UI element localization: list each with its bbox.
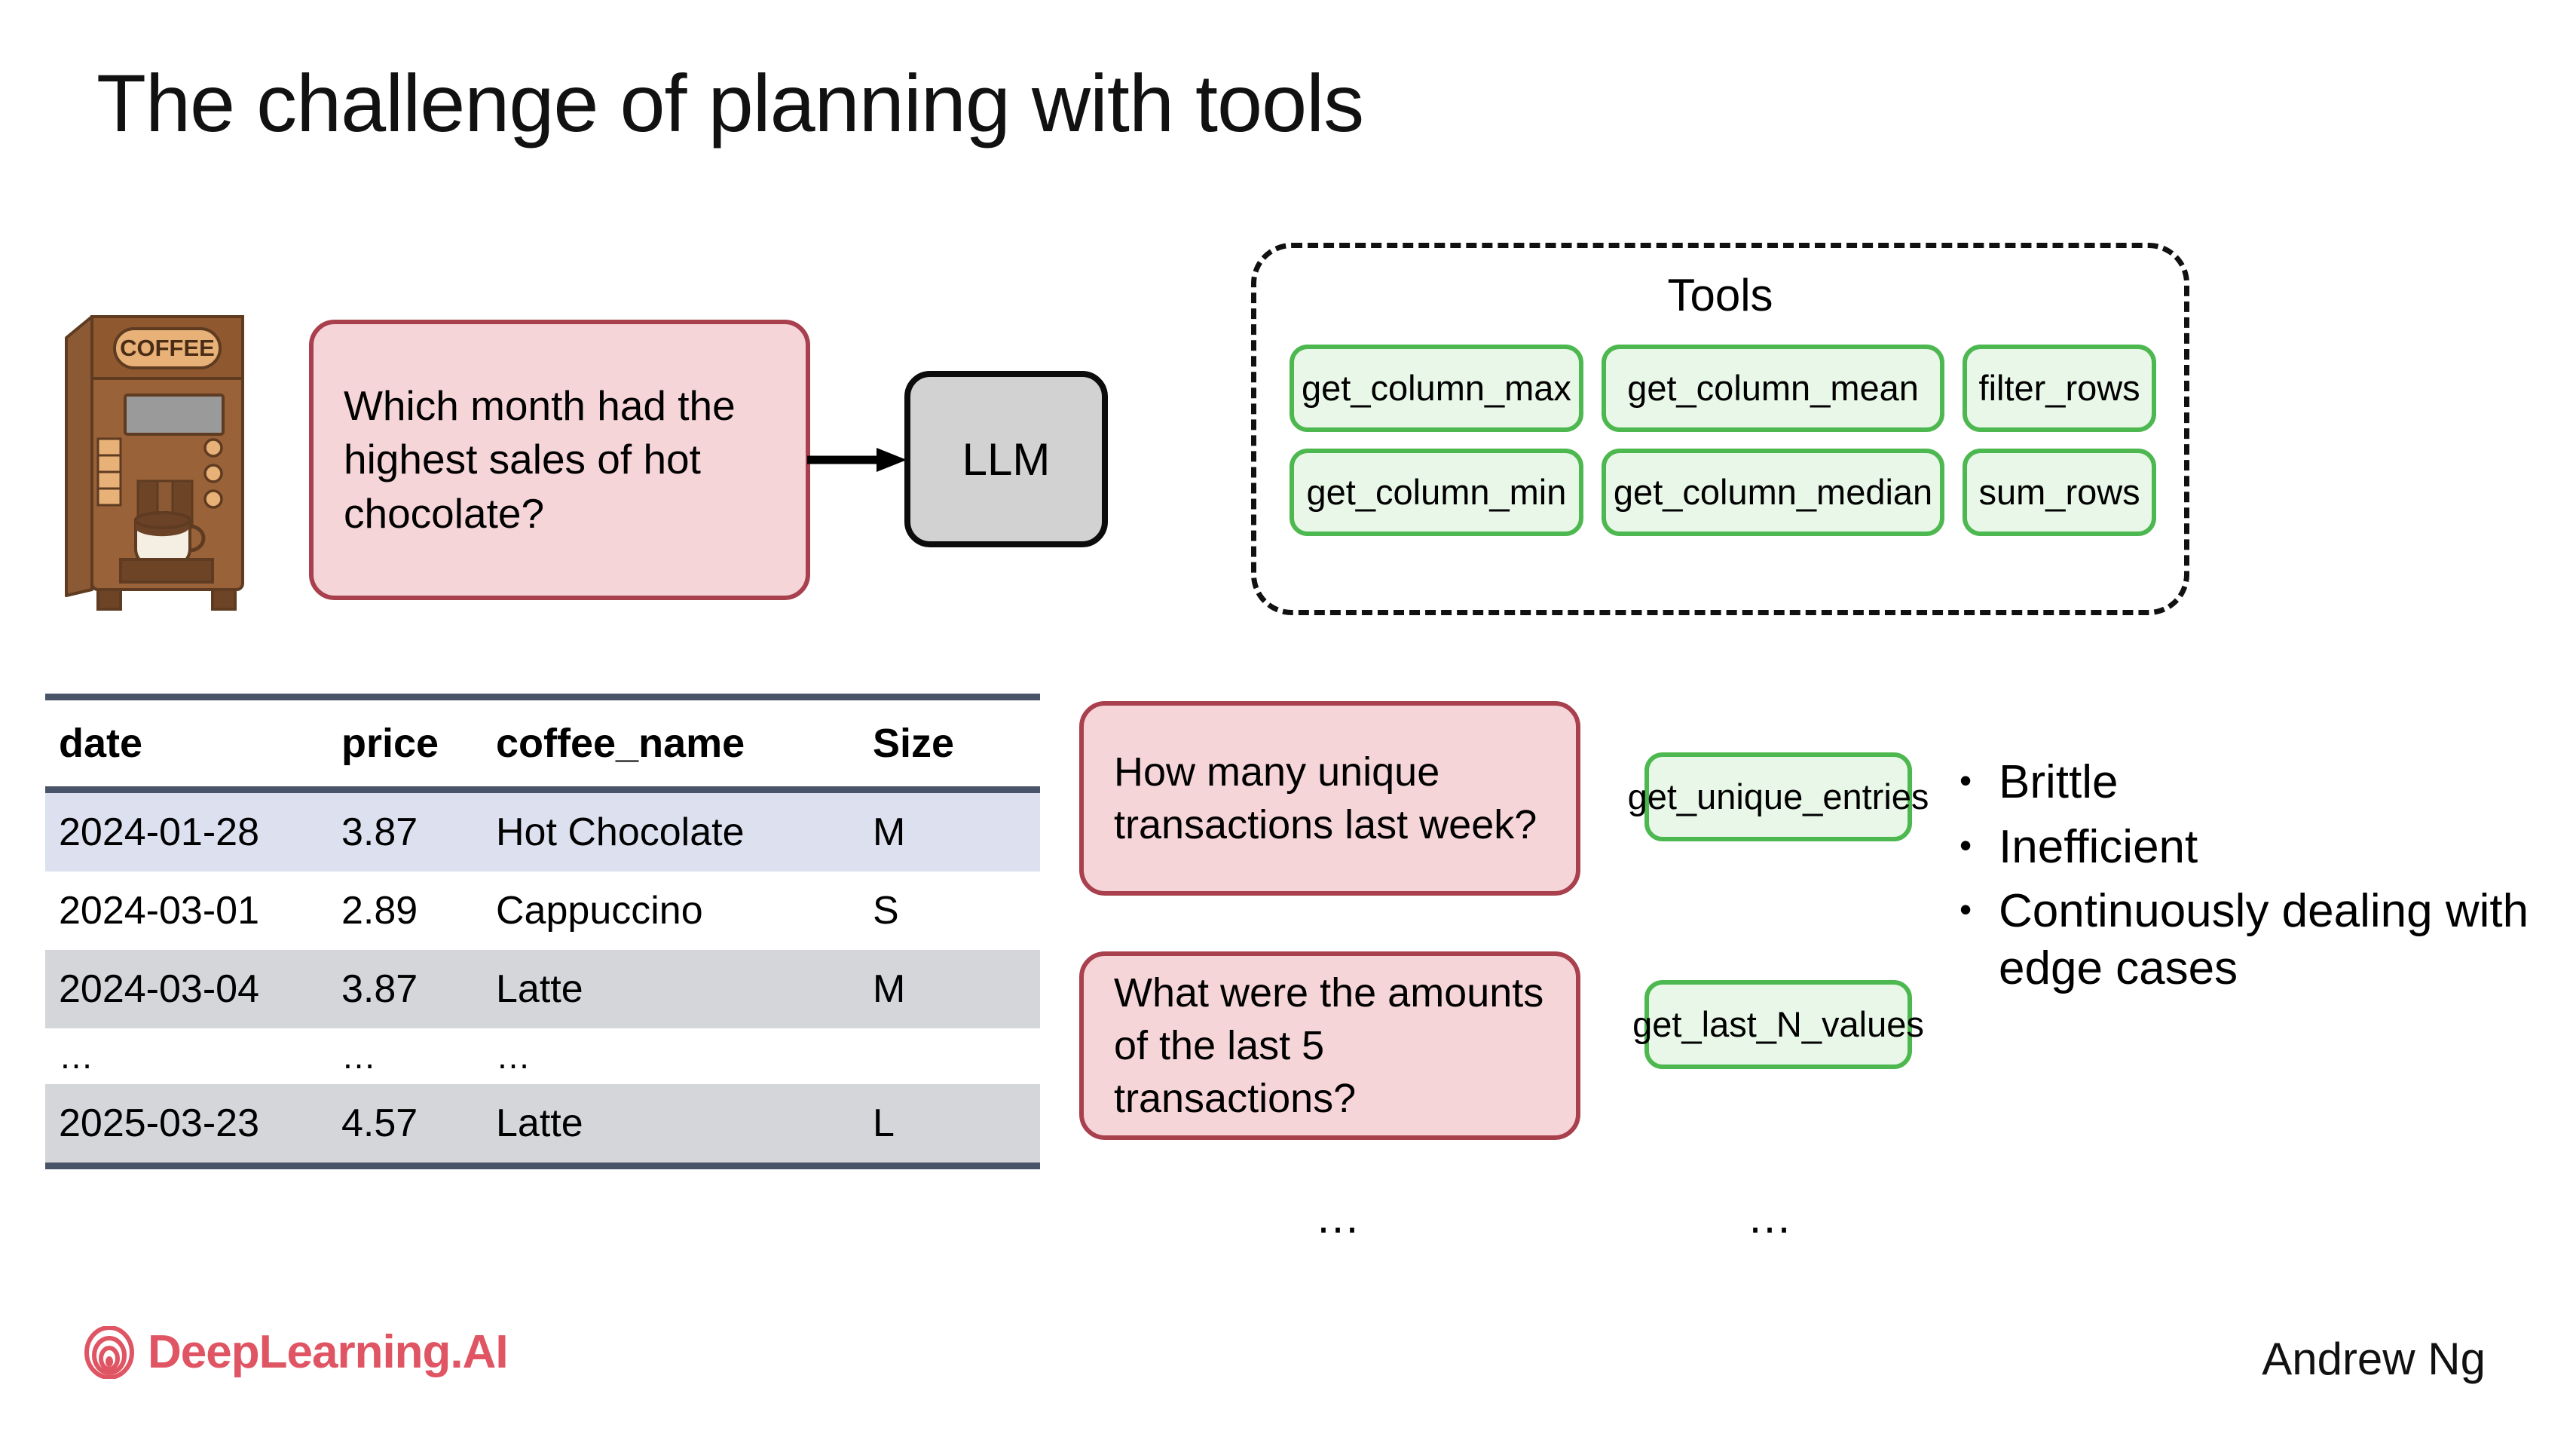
example-question-bubble-unique: How many unique transactions last week? [1079,701,1580,896]
table-row: 2024-03-01 2.89 Cappuccino S [45,872,1040,950]
tools-ellipsis: … [1747,1192,1795,1242]
example-question-bubble-amounts: What were the amounts of the last 5 tran… [1079,951,1580,1140]
cell-size: M [859,950,1040,1028]
table-header-row: date price coffee_name Size [45,694,1040,793]
example-question-text: What were the amounts of the last 5 tran… [1114,970,1544,1122]
tool-chip-get-column-max[interactable]: get_column_max [1290,345,1583,432]
tool-chip-sum-rows[interactable]: sum_rows [1963,449,2156,536]
table-row: 2024-01-28 3.87 Hot Chocolate M [45,789,1040,872]
cell-date: 2025-03-23 [45,1084,328,1169]
table-row: 2025-03-23 4.57 Latte L [45,1084,1040,1169]
list-item-label: Inefficient [1999,820,2198,873]
tool-chip-get-column-mean[interactable]: get_column_mean [1601,345,1945,432]
page-title: The challenge of planning with tools [96,57,1364,149]
tool-chip-get-column-median[interactable]: get_column_median [1601,449,1945,536]
cell-name: Hot Chocolate [482,789,859,872]
cell-date: 2024-03-04 [45,950,328,1028]
cell-price: 2.89 [328,872,482,950]
coffee-sign-label: COFFEE [120,335,215,361]
table-row-ellipsis: … … … [45,1028,1040,1084]
coffee-sales-table: date price coffee_name Size 2024-01-28 3… [45,694,1040,1169]
cell-name: … [482,1028,859,1084]
coffee-machine-illustration: COFFEE [65,315,244,611]
cell-date: 2024-01-28 [45,789,328,872]
bullet-dot-icon: • [1960,890,1972,930]
list-item: • Continuously dealing with edge cases [1960,883,2555,997]
bullet-dot-icon: • [1960,825,1972,865]
bullet-dot-icon: • [1960,761,1972,800]
questions-ellipsis: … [1315,1192,1363,1242]
deeplearning-spiral-icon [84,1325,134,1379]
cell-price: 3.87 [328,950,482,1028]
cell-size [859,1028,1040,1084]
example-question-text: How many unique transactions last week? [1114,749,1537,847]
column-header-coffee-name: coffee_name [482,694,859,793]
cell-date: 2024-03-01 [45,872,328,950]
tool-chip-get-column-min[interactable]: get_column_min [1290,449,1583,536]
list-item: • Brittle [1960,754,2555,811]
table-row: 2024-03-04 3.87 Latte M [45,950,1040,1028]
cell-size: M [859,789,1040,872]
column-header-price: price [328,694,482,793]
list-item-label: Continuously dealing with edge cases [1999,885,2529,994]
brand-logo: DeepLearning.AI [84,1325,509,1379]
brand-name: DeepLearning.AI [148,1326,509,1378]
column-header-date: date [45,694,328,793]
cell-size: S [859,872,1040,950]
cell-price: 3.87 [328,789,482,872]
llm-node: LLM [904,371,1108,547]
cell-size: L [859,1084,1040,1169]
cell-name: Latte [482,1084,859,1169]
cell-name: Cappuccino [482,872,859,950]
user-question-text: Which month had the highest sales of hot… [344,381,736,537]
tools-panel-title: Tools [1667,270,1773,320]
takeaways-list: • Brittle • Inefficient • Continuously d… [1960,754,2555,1005]
cell-price: 4.57 [328,1084,482,1169]
cell-price: … [328,1028,482,1084]
tool-chip-get-last-n-values[interactable]: get_last_N_values [1632,980,1924,1069]
tools-grid: get_column_max get_column_mean filter_ro… [1290,345,2156,536]
tool-chip-filter-rows[interactable]: filter_rows [1963,345,2156,432]
column-header-size: Size [859,694,1040,793]
user-question-bubble: Which month had the highest sales of hot… [309,320,810,600]
list-item-label: Brittle [1999,756,2119,808]
list-item: • Inefficient [1960,819,2555,876]
author-name: Andrew Ng [2262,1334,2486,1384]
tool-chip-get-unique-entries[interactable]: get_unique_entries [1628,752,1929,841]
tools-panel: Tools get_column_max get_column_mean fil… [1251,243,2189,615]
arrow-right-icon [807,448,907,472]
cell-name: Latte [482,950,859,1028]
cell-date: … [45,1028,328,1084]
